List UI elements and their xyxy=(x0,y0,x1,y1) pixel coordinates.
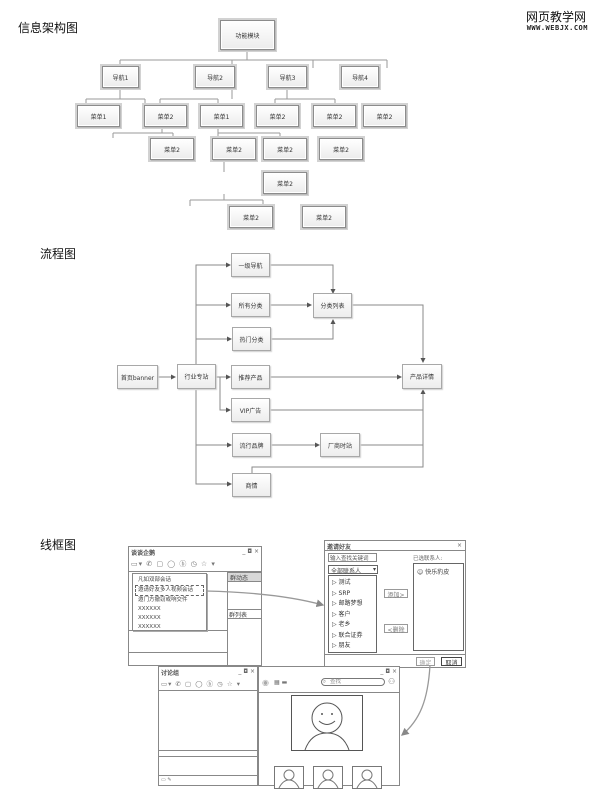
input-toolbar-icons[interactable]: ▭ ✎ xyxy=(161,777,172,783)
divider xyxy=(159,775,257,776)
ia-node-menu: 菜单2 xyxy=(144,105,187,127)
divider xyxy=(159,690,257,691)
main-video-participant xyxy=(291,695,363,751)
cancel-button[interactable]: 取消 xyxy=(441,657,462,667)
flow-node-business: 商情 xyxy=(232,473,271,497)
flow-node-recommended-product: 推荐产品 xyxy=(231,365,270,389)
contact-group-item[interactable]: ▷ 联合证券 xyxy=(332,631,363,639)
ia-node-menu: 菜单2 xyxy=(263,138,307,160)
ia-node-menu: 菜单1 xyxy=(77,105,120,127)
wireframe-section-title: 线框图 xyxy=(40,538,77,552)
dropdown-item[interactable]: XXXXXX xyxy=(138,615,161,621)
contact-group-item[interactable]: ▷ 邮路梦想 xyxy=(332,600,363,607)
invite-dialog-title: 邀请好友 xyxy=(327,544,352,551)
dropdown-item-highlighted[interactable]: 邀请好友多人视频会话 xyxy=(135,585,204,596)
chat-toolbar-icons[interactable]: ▭▾ ✆ ▢ ◯ ⓑ ◷ ☆ ▾ xyxy=(161,680,241,688)
video-call-window: _ ◘ × ◉ ▦ ▬ ⌕ 查找 ⚇ xyxy=(258,666,400,789)
group-select-value: 全部联系人 xyxy=(331,568,362,575)
group-news-tab[interactable]: 群动态 xyxy=(227,572,262,582)
flow-node-category-list: 分类列表 xyxy=(313,293,352,318)
add-contact-icon[interactable]: ⚇ xyxy=(388,677,396,686)
discussion-title: 讨论组 xyxy=(161,670,180,677)
divider xyxy=(325,654,465,655)
ia-node-menu: 菜单2 xyxy=(263,172,307,194)
smiley-avatar-icon: ☺ xyxy=(417,569,424,576)
divider xyxy=(129,652,227,653)
divider xyxy=(259,692,399,693)
dropdown-item[interactable]: XXXXXX xyxy=(138,624,161,630)
divider xyxy=(129,571,261,572)
window-controls[interactable]: _ ◘ × xyxy=(380,668,397,675)
flow-node-product-detail: 产品详情 xyxy=(402,364,442,389)
contact-group-item[interactable]: ▷ 测试 xyxy=(332,579,351,586)
ia-node-nav: 导航4 xyxy=(341,66,379,88)
toolbar-icons[interactable]: ▦ ▬ xyxy=(274,679,288,686)
ia-section-title: 信息架构图 xyxy=(18,21,79,35)
divider xyxy=(325,550,465,551)
selected-contact-item[interactable]: ☺ 快乐豹皮 xyxy=(417,569,450,576)
discussion-group-window: 讨论组 _ ◘ × ▭▾ ✆ ▢ ◯ ⓑ ◷ ☆ ▾ ▭ ✎ xyxy=(158,666,258,786)
search-icon: ⌕ xyxy=(323,679,327,685)
remove-contact-button[interactable]: <删除 xyxy=(384,624,408,634)
group-select[interactable]: 全部联系人 ▾ xyxy=(328,565,378,575)
dropdown-item[interactable]: 凡如双部会话 xyxy=(138,577,172,583)
ia-node-menu: 菜单1 xyxy=(200,105,243,127)
add-contact-button[interactable]: 添加> xyxy=(384,589,408,599)
group-chat-title: 谈谈企鹅 xyxy=(131,550,156,557)
ia-node-menu: 菜单2 xyxy=(363,105,406,127)
flow-node-brand: 流行品牌 xyxy=(232,433,271,457)
group-list-tab[interactable]: 群列表 xyxy=(227,609,262,619)
chat-toolbar-icons[interactable]: ▭▾ ✆ ▢ ◯ ⓑ ◷ ☆ ▾ xyxy=(131,560,216,568)
site-logo-cn: 网页教学网 xyxy=(525,10,586,24)
flow-node-hot-categories: 热门分类 xyxy=(232,327,271,351)
ia-node-nav: 导航1 xyxy=(102,66,139,88)
invite-friends-dialog: 邀请好友 × 输入查找关键词 已选联系人: 全部联系人 ▾ ▷ 测试 ▷ SRP… xyxy=(324,540,466,668)
flow-node-industry: 行业专站 xyxy=(177,364,216,389)
contact-group-item[interactable]: ▷ 客户 xyxy=(332,610,351,618)
flow-node-vendor-site: 厂商时站 xyxy=(320,433,360,457)
divider xyxy=(159,750,257,751)
ia-node-menu: 菜单2 xyxy=(256,105,299,127)
selected-contacts-label: 已选联系人: xyxy=(413,556,443,562)
ia-node-menu: 菜单2 xyxy=(313,105,356,127)
divider xyxy=(227,582,228,666)
ia-node-menu: 菜单2 xyxy=(212,138,256,160)
ia-node-menu: 菜单2 xyxy=(150,138,194,160)
video-thumbnail[interactable] xyxy=(313,766,343,790)
window-controls[interactable]: _ ◘ × xyxy=(242,548,259,555)
ia-node-root: 功能模块 xyxy=(220,20,275,50)
ia-node-menu: 菜单2 xyxy=(319,138,363,160)
flow-node-all-categories: 所有分类 xyxy=(231,293,270,317)
flow-node-nav1: 一级导航 xyxy=(231,253,270,277)
flow-node-home-banner: 首页banner xyxy=(117,365,158,389)
flow-node-vip-ad: VIP广告 xyxy=(231,398,270,422)
chevron-down-icon: ▾ xyxy=(372,566,376,573)
ia-node-menu: 菜单2 xyxy=(229,206,273,228)
dropdown-item[interactable]: XXXXXX xyxy=(138,606,161,612)
user-avatar-icon[interactable]: ◉ xyxy=(262,678,269,687)
selected-contacts-list: ☺ 快乐豹皮 xyxy=(413,563,464,651)
flow-section-title: 流程图 xyxy=(40,247,77,261)
contact-group-list: ▷ 测试 ▷ SRP ▷ 邮路梦想 ▷ 客户 ▷ 老乡 ▷ 联合证券 ▷ 朋友 xyxy=(328,575,377,653)
ia-node-nav: 导航3 xyxy=(268,66,307,88)
window-controls[interactable]: _ ◘ × xyxy=(238,668,255,675)
ia-node-nav: 导航2 xyxy=(195,66,235,88)
contact-group-item[interactable]: ▷ 老乡 xyxy=(332,621,351,628)
ia-node-menu: 菜单2 xyxy=(302,206,346,228)
flow-connectors xyxy=(158,262,426,487)
contact-group-item[interactable]: ▷ SRP xyxy=(332,589,351,597)
ok-button[interactable]: 确定 xyxy=(416,657,435,667)
contact-group-item[interactable]: ▷ 朋友 xyxy=(332,642,351,649)
contact-search-input[interactable]: 输入查找关键词 xyxy=(328,553,377,562)
close-icon[interactable]: × xyxy=(456,542,462,549)
divider xyxy=(159,756,257,757)
site-logo-url: WWW.WEBJX.COM xyxy=(526,24,588,32)
ia-connectors xyxy=(85,50,388,206)
video-call-dropdown: 凡如双部会话 邀请好友多人视频会话 邀门方撤窃或响交件 XXXXXX XXXXX… xyxy=(132,573,207,631)
dropdown-item[interactable]: 邀门方撤窃或响交件 xyxy=(138,597,188,603)
search-input[interactable]: ⌕ 查找 xyxy=(321,678,385,686)
